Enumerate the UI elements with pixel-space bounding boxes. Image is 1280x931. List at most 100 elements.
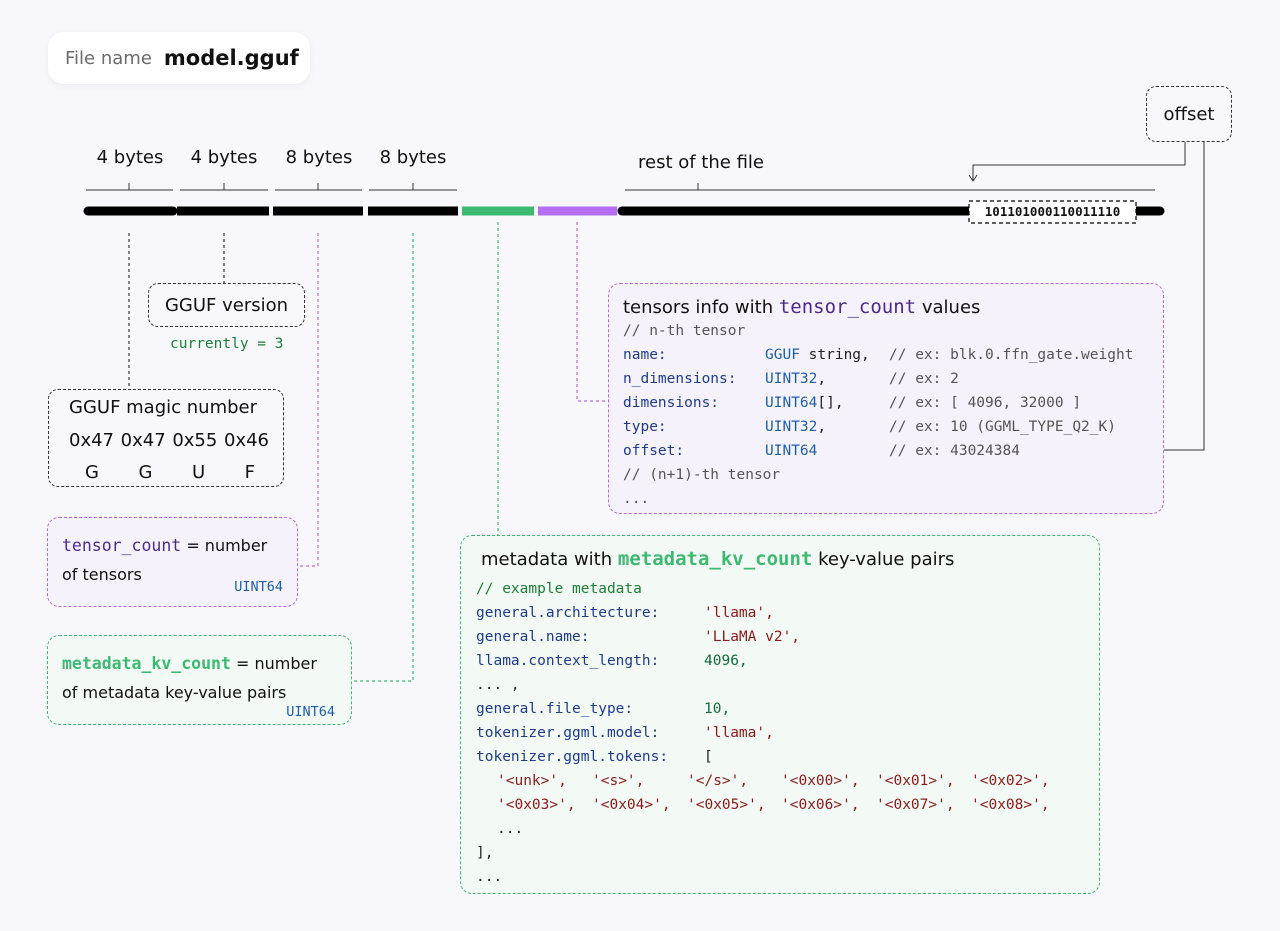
- metadata-ellipsis: ...: [476, 869, 503, 885]
- magic-number-box: GGUF magic number 0x47 0x47 0x55 0x46 G …: [48, 389, 284, 487]
- magic-bytes: 0x47 0x47 0x55 0x46: [69, 430, 269, 451]
- metadata-comment: // example metadata: [476, 581, 642, 597]
- token: '<s>',: [592, 773, 645, 789]
- tensors-info-title-code: tensor_count: [778, 296, 917, 318]
- token: '<0x06>',: [781, 797, 860, 813]
- tensor-field-type: UINT64: [765, 395, 818, 411]
- tensor-field-key: type:: [623, 419, 667, 435]
- token: '<0x05>',: [687, 797, 766, 813]
- magic-char: G: [138, 462, 153, 483]
- metadata-value: 4096,: [704, 653, 748, 669]
- tokens-close: ],: [476, 845, 494, 861]
- token: '<unk>',: [497, 773, 567, 789]
- metadata-value: 'LLaMA v2',: [704, 629, 801, 645]
- magic-byte: 0x47: [69, 430, 115, 451]
- tensor-field-type: UINT64: [765, 443, 818, 459]
- kv-count-desc: = number: [235, 654, 317, 673]
- metadata-key: tokenizer.ggml.model:: [476, 725, 660, 741]
- kv-count-connector: [352, 233, 414, 682]
- tensors-info-box: tensors info with tensor_count values //…: [608, 283, 1164, 514]
- tokens-ellipsis: ...: [497, 821, 524, 837]
- file-name-value: model.gguf: [163, 46, 299, 70]
- tensor-field-key: offset:: [623, 443, 685, 459]
- tensors-info-comment: // n-th tensor: [623, 323, 746, 339]
- metadata-key: general.name:: [476, 629, 590, 645]
- metadata-key: general.architecture:: [476, 605, 660, 621]
- metadata-value: 'llama',: [704, 725, 774, 741]
- file-name-label: File name: [65, 47, 152, 69]
- tensor-field-comment: // ex: 2: [889, 371, 959, 387]
- tensor-field-type-rest: string,: [799, 347, 870, 363]
- token: '<0x04>',: [592, 797, 671, 813]
- offset-arrow: [968, 142, 1186, 182]
- magic-byte: 0x47: [120, 430, 166, 451]
- metadata-value: 'llama',: [704, 605, 774, 621]
- version-box: GGUF version: [148, 283, 305, 327]
- magic-byte: 0x46: [223, 430, 269, 451]
- tensor-field-type: GGUF: [765, 347, 800, 363]
- metadata-title: metadata with metadata_kv_count key-valu…: [481, 548, 954, 570]
- segment-brackets: [86, 183, 1155, 191]
- kv-count-name: metadata_kv_count: [62, 654, 231, 673]
- tensor-field-comment: // ex: [ 4096, 32000 ]: [889, 395, 1082, 411]
- tensor-field-comment: // ex: 43024384: [889, 443, 1020, 459]
- tensors-info-title-pre: tensors info with: [623, 297, 774, 318]
- metadata-box: metadata with metadata_kv_count key-valu…: [460, 535, 1100, 894]
- magic-char: U: [191, 462, 206, 483]
- kv-count-type: UINT64: [286, 704, 335, 720]
- tensor-count-name: tensor_count: [62, 536, 182, 555]
- tensor-count-connector: [298, 233, 319, 567]
- token: '<0x02>',: [971, 773, 1050, 789]
- metadata-key: tokenizer.ggml.tokens:: [476, 749, 669, 765]
- metadata-value: [: [704, 749, 713, 765]
- token: '<0x01>',: [876, 773, 955, 789]
- token: '</s>',: [687, 773, 749, 789]
- tensor-field-comment: // ex: blk.0.ffn_gate.weight: [889, 347, 1134, 363]
- tensor-field-type: UINT32: [765, 371, 818, 387]
- binary-sample: 101101000110011110: [984, 204, 1121, 219]
- tensor-field-comment: // ex: 10 (GGML_TYPE_Q2_K): [889, 419, 1116, 435]
- metadata-title-code: metadata_kv_count: [617, 548, 813, 570]
- metadata-title-post: key-value pairs: [818, 549, 955, 570]
- tensor-field-type-rest: ,: [817, 419, 827, 435]
- kv-count-box: metadata_kv_count = number of metadata k…: [47, 635, 352, 725]
- magic-char: F: [244, 462, 255, 483]
- tensor-count-desc: = number: [186, 536, 268, 555]
- token: '<0x00>',: [781, 773, 860, 789]
- magic-byte: 0x55: [172, 430, 218, 451]
- segment-magic-size: 4 bytes: [96, 147, 164, 168]
- tensors-info-title: tensors info with tensor_count values: [623, 296, 980, 318]
- binary-sample-box: [968, 200, 1137, 224]
- tensor-field-type-rest: [],: [817, 395, 844, 411]
- magic-chars: G G U F: [85, 462, 255, 483]
- offset-label: offset: [1163, 103, 1215, 125]
- magic-char: G: [85, 462, 99, 483]
- tensors-info-ellipsis: ...: [623, 491, 650, 507]
- tensor-count-type: UINT64: [234, 579, 283, 595]
- tensor-field-key: dimensions:: [623, 395, 720, 411]
- tensor-field-type: UINT32: [765, 419, 818, 435]
- tensors-info-title-post: values: [921, 297, 981, 318]
- segment-tensor-count-size: 8 bytes: [285, 147, 353, 168]
- segment-kv-count-size: 8 bytes: [379, 147, 447, 168]
- version-note: currently = 3: [170, 336, 284, 352]
- segment-version-size: 4 bytes: [190, 147, 258, 168]
- tensor-field-key: n_dimensions:: [623, 371, 737, 387]
- version-title: GGUF version: [164, 294, 289, 316]
- tensor-field-key: name:: [623, 347, 667, 363]
- file-name-box: File name model.gguf: [48, 32, 310, 84]
- tensor-field-type-rest: ,: [817, 371, 827, 387]
- tensors-info-connector: [576, 222, 608, 402]
- offset-box: offset: [1146, 86, 1232, 142]
- magic-title: GGUF magic number: [69, 397, 258, 418]
- token: '<0x03>',: [497, 797, 576, 813]
- metadata-key: llama.context_length:: [476, 653, 660, 669]
- token: '<0x08>',: [971, 797, 1050, 813]
- metadata-value: 10,: [704, 701, 731, 717]
- segment-rest-label: rest of the file: [638, 152, 764, 173]
- tensors-info-next-comment: // (n+1)-th tensor: [623, 467, 781, 483]
- metadata-key: general.file_type:: [476, 701, 634, 717]
- tensor-count-desc-2: of tensors: [62, 565, 142, 584]
- kv-count-desc-2: of metadata key-value pairs: [62, 683, 287, 702]
